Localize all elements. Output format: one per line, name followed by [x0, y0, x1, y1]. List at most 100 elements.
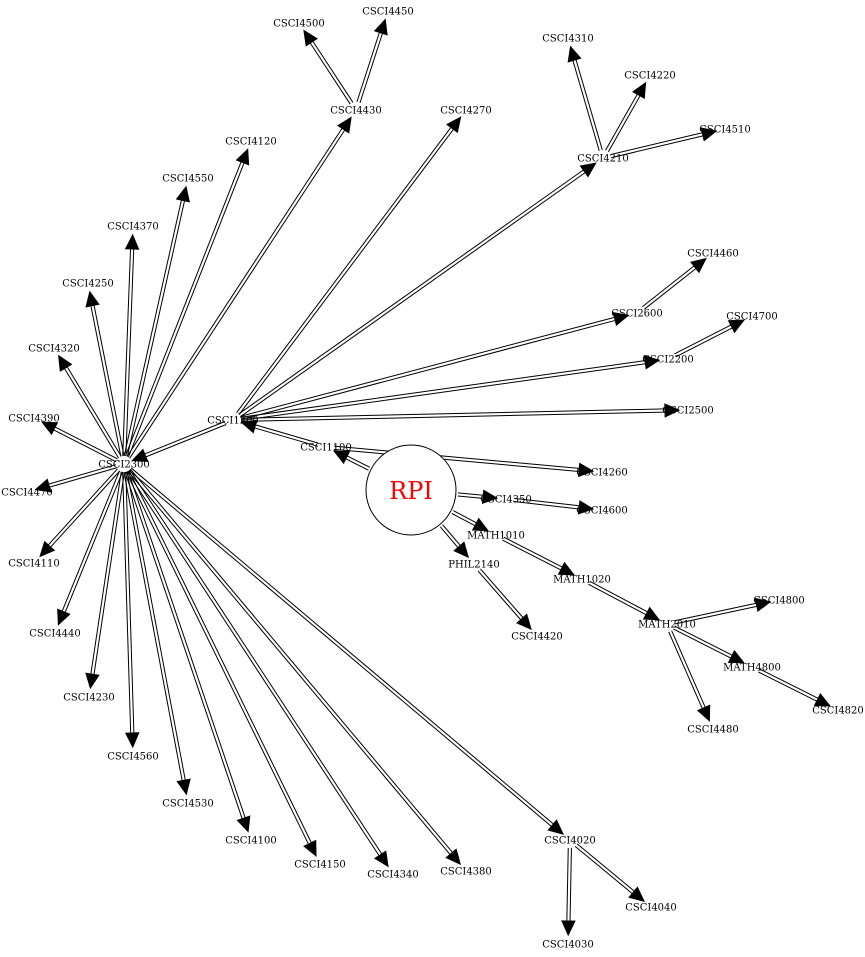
edge-csci2300-to-csci4370 — [122, 233, 140, 457]
course-node-math4800[interactable]: MATH4800 — [723, 663, 781, 674]
course-node-phil2140[interactable]: PHIL2140 — [448, 560, 500, 571]
edge-line — [674, 324, 732, 355]
edge-line — [129, 468, 453, 853]
course-node-csci2600[interactable]: CSCI2600 — [611, 309, 663, 320]
edge-csci2300-to-csci4530 — [123, 471, 191, 796]
course-node-label: CSCI4820 — [812, 706, 864, 717]
course-node-math2010[interactable]: MATH2010 — [638, 620, 696, 631]
root-node[interactable]: RPI — [365, 444, 457, 536]
course-node-csci4560[interactable]: CSCI4560 — [107, 752, 159, 763]
edge-line — [241, 363, 646, 421]
course-node-label: CSCI4100 — [225, 836, 277, 847]
arrowhead — [727, 649, 746, 664]
course-node-csci4420[interactable]: CSCI4420 — [511, 632, 563, 643]
edge-line — [93, 472, 125, 675]
course-node-csci2200[interactable]: CSCI2200 — [642, 355, 694, 366]
edge-line — [439, 526, 459, 548]
course-node-csci4380[interactable]: CSCI4380 — [440, 867, 492, 878]
course-node-csci4270[interactable]: CSCI4270 — [440, 106, 492, 117]
edge-line — [47, 468, 118, 546]
edge-line — [254, 427, 319, 447]
root-node-label: RPI — [389, 477, 433, 505]
edge-line — [513, 501, 580, 510]
course-node-label: PHIL2140 — [448, 560, 500, 571]
course-node-label: CSCI4550 — [162, 174, 214, 185]
course-node-csci4150[interactable]: CSCI4150 — [294, 860, 346, 871]
course-node-csci4460[interactable]: CSCI4460 — [687, 249, 739, 260]
edge-line — [145, 424, 227, 458]
course-node-csci4320[interactable]: CSCI4320 — [28, 344, 80, 355]
edge-csci4430-to-csci4450 — [356, 18, 388, 104]
course-node-csci4820[interactable]: CSCI4820 — [812, 706, 864, 717]
edge-csci2300-to-csci4380 — [127, 468, 461, 866]
course-node-csci4100[interactable]: CSCI4100 — [225, 836, 277, 847]
edge-math2010-to-csci4480 — [668, 630, 711, 722]
course-node-label: CSCI4150 — [294, 860, 346, 871]
course-node-csci4350[interactable]: CSCI4350 — [480, 495, 532, 506]
arrowhead — [642, 606, 661, 621]
course-node-csci4370[interactable]: CSCI4370 — [107, 222, 159, 233]
arrowhead — [579, 162, 597, 178]
arrowhead — [632, 81, 647, 100]
course-node-csci4800[interactable]: CSCI4800 — [753, 596, 805, 607]
course-node-csci4450[interactable]: CSCI4450 — [362, 7, 414, 18]
course-node-label: CSCI4040 — [625, 903, 677, 914]
edge-line — [126, 471, 380, 856]
course-node-csci4250[interactable]: CSCI4250 — [62, 279, 114, 290]
course-node-csci4550[interactable]: CSCI4550 — [162, 174, 214, 185]
course-node-csci4110[interactable]: CSCI4110 — [8, 559, 60, 570]
course-node-csci4600[interactable]: CSCI4600 — [576, 506, 628, 517]
course-node-label: CSCI4450 — [362, 7, 414, 18]
edge-csci2300-to-csci4100 — [124, 470, 251, 833]
course-node-csci4230[interactable]: CSCI4230 — [63, 693, 115, 704]
course-node-csci4040[interactable]: CSCI4040 — [625, 903, 677, 914]
arrowhead — [643, 355, 661, 370]
arrowhead — [516, 613, 532, 631]
arrowhead — [453, 541, 469, 559]
course-node-label: CSCI4110 — [8, 559, 60, 570]
arrowhead — [577, 462, 595, 478]
edge-csci4210-to-csci4510 — [610, 127, 718, 159]
edge-csci2300-to-csci4430 — [126, 116, 352, 459]
course-node-csci4480[interactable]: CSCI4480 — [687, 725, 739, 736]
course-node-csci4030[interactable]: CSCI4030 — [542, 940, 594, 951]
edge-line — [240, 316, 615, 417]
edge-csci4430-to-csci4500 — [303, 29, 354, 105]
course-node-label: CSCI4530 — [162, 799, 214, 810]
edge-line — [48, 464, 117, 485]
edge-math2010-to-csci4800 — [674, 597, 772, 625]
course-node-csci4210[interactable]: CSCI4210 — [577, 154, 629, 165]
course-node-csci4510[interactable]: CSCI4510 — [699, 125, 751, 136]
course-node-math1010[interactable]: MATH1010 — [467, 531, 525, 542]
course-node-csci4430[interactable]: CSCI4430 — [330, 106, 382, 117]
course-node-math1020[interactable]: MATH1020 — [553, 575, 611, 586]
edge-csci1200-to-csci4270 — [236, 116, 462, 415]
course-node-csci4390[interactable]: CSCI4390 — [8, 414, 60, 425]
arrowhead — [561, 920, 576, 937]
edge-line — [674, 625, 733, 656]
course-node-csci4500[interactable]: CSCI4500 — [273, 19, 325, 30]
edge-line — [125, 249, 135, 457]
course-node-csci2500[interactable]: CSCI2500 — [662, 406, 714, 417]
course-node-csci4260[interactable]: CSCI4260 — [576, 468, 628, 479]
edge-rpi-to-math1010 — [451, 510, 490, 532]
edge-csci2300-to-csci4390 — [40, 421, 118, 463]
edge-line — [514, 497, 580, 507]
edge-line — [572, 60, 600, 151]
course-node-csci4120[interactable]: CSCI4120 — [225, 137, 277, 148]
course-node-label: CSCI1100 — [300, 443, 352, 454]
arrowhead — [813, 692, 832, 707]
course-node-csci4530[interactable]: CSCI4530 — [162, 799, 214, 810]
course-node-csci4310[interactable]: CSCI4310 — [542, 34, 594, 45]
course-node-csci4700[interactable]: CSCI4700 — [726, 312, 778, 323]
course-node-csci2300[interactable]: CSCI2300 — [98, 460, 150, 471]
edge-line — [588, 583, 647, 616]
course-node-csci1200[interactable]: CSCI1200 — [207, 416, 259, 427]
course-node-csci4020[interactable]: CSCI4020 — [544, 836, 596, 847]
course-node-csci4220[interactable]: CSCI4220 — [624, 71, 676, 82]
course-node-csci1100[interactable]: CSCI1100 — [300, 443, 352, 454]
course-node-csci4340[interactable]: CSCI4340 — [367, 870, 419, 881]
course-node-csci4470[interactable]: CSCI4470 — [1, 488, 53, 499]
course-node-csci4440[interactable]: CSCI4440 — [29, 629, 81, 640]
edge-csci2300-to-csci4440 — [57, 470, 123, 626]
